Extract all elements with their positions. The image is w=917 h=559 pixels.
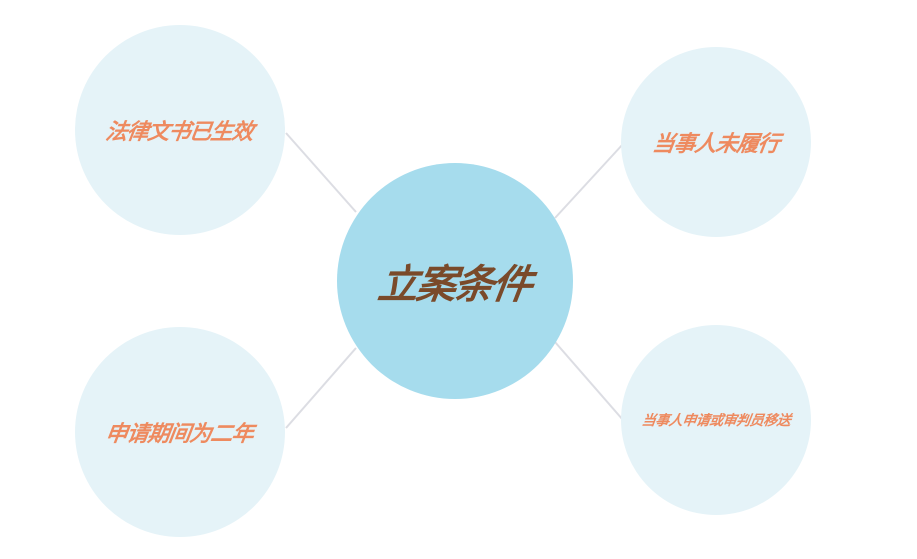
connector-line-top-right: [554, 143, 624, 219]
branch-node-party-not-performed: 当事人未履行: [621, 47, 811, 237]
connector-line-bottom-right: [554, 341, 624, 421]
branch-node-application-or-transfer: 当事人申请或审判员移送: [621, 325, 811, 515]
branch-node-application-period: 申请期间为二年: [75, 327, 285, 537]
center-node-filing-conditions: 立案条件: [337, 163, 573, 399]
branch-label: 当事人未履行: [650, 132, 781, 157]
connector-line-bottom-left: [285, 347, 357, 429]
branch-label: 申请期间为二年: [104, 422, 255, 447]
connector-line-top-left: [285, 132, 357, 213]
branch-label: 当事人申请或审判员移送: [640, 413, 792, 429]
branch-node-legal-document-effective: 法律文书已生效: [75, 25, 285, 235]
branch-label: 法律文书已生效: [104, 120, 255, 145]
center-label: 立案条件: [375, 262, 534, 308]
